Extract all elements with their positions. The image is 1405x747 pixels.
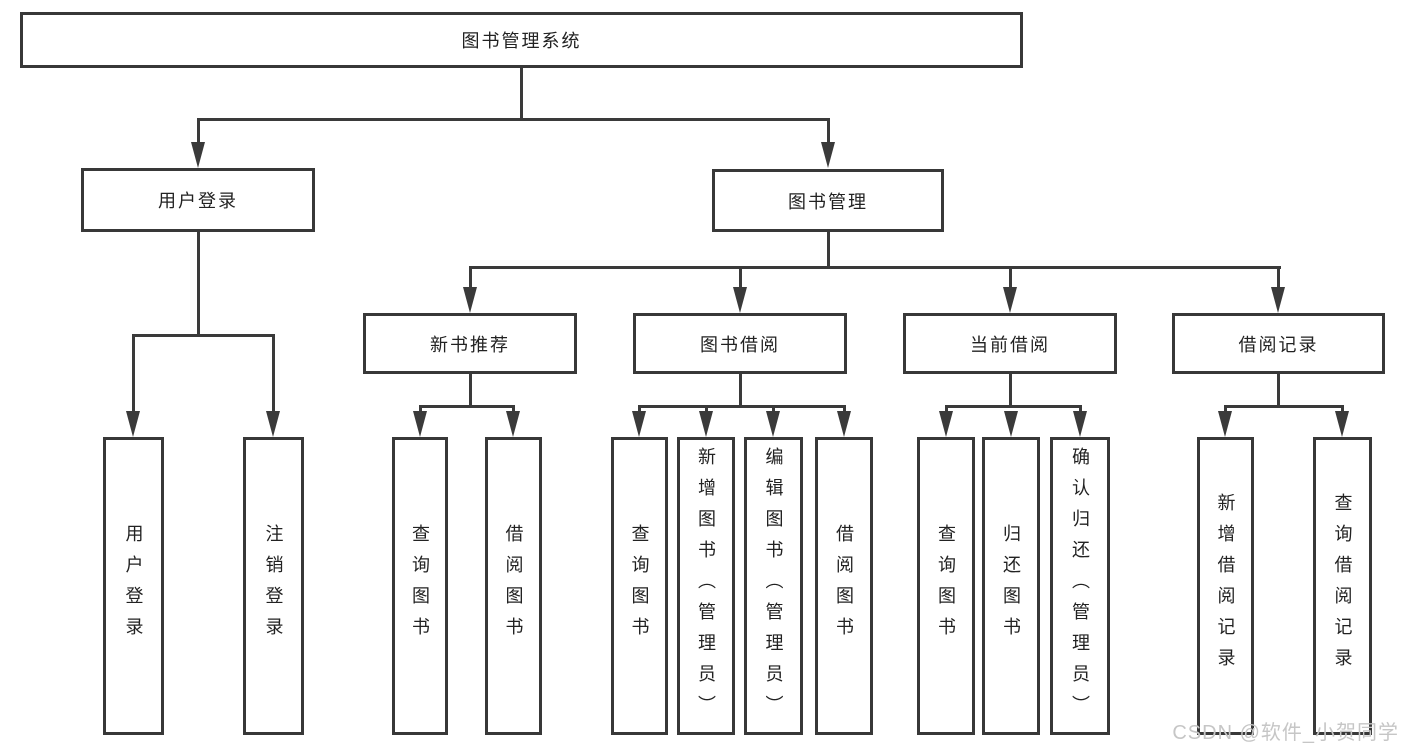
leaf-add-borrow-record: 新增借阅记录 [1197, 437, 1254, 735]
connector-line [197, 118, 200, 148]
connector-arrowhead [699, 411, 713, 437]
leaf-borrow-book: 借阅图书 [815, 437, 873, 735]
connector-arrowhead [632, 411, 646, 437]
leaf-label: 借阅图书 [834, 524, 854, 648]
connector-line [419, 405, 422, 415]
connector-arrowhead [939, 411, 953, 437]
connector-arrowhead [191, 142, 205, 168]
leaf-query-book-newbook: 查询图书 [392, 437, 448, 735]
connector-line [1009, 374, 1012, 408]
connector-line [827, 118, 830, 148]
connector-arrowhead [766, 411, 780, 437]
leaf-label: 查询借阅记录 [1332, 493, 1353, 679]
node-borrow-record: 借阅记录 [1172, 313, 1385, 374]
leaf-user-login: 用户登录 [103, 437, 164, 735]
leaf-edit-book-admin: 编辑图书（管理员） [744, 437, 803, 735]
leaf-label: 查询图书 [629, 524, 650, 648]
connector-line [512, 405, 515, 415]
connector-line [1224, 405, 1344, 408]
connector-line [132, 334, 135, 414]
leaf-label: 查询图书 [936, 524, 956, 648]
connector-line [520, 68, 523, 119]
leaf-borrow-book-newbook: 借阅图书 [485, 437, 542, 735]
node-user-login: 用户登录 [81, 168, 315, 232]
connector-arrowhead [821, 142, 835, 168]
connector-line [705, 405, 708, 415]
leaf-label: 借阅图书 [503, 524, 524, 648]
connector-line [132, 334, 275, 337]
connector-arrowhead [1335, 411, 1349, 437]
leaf-label: 新增借阅记录 [1215, 493, 1236, 679]
connector-arrowhead [126, 411, 140, 437]
node-current-borrow: 当前借阅 [903, 313, 1117, 374]
leaf-label: 查询图书 [410, 524, 430, 648]
connector-line [945, 405, 1082, 408]
node-new-book-recommend: 新书推荐 [363, 313, 577, 374]
connector-line [1277, 266, 1280, 290]
connector-line [419, 405, 515, 408]
leaf-label: 编辑图书（管理员） [763, 446, 784, 726]
leaf-logout-login: 注销登录 [243, 437, 304, 735]
connector-line [469, 266, 472, 290]
leaf-label: 新增图书（管理员） [696, 446, 716, 726]
connector-arrowhead [1073, 411, 1087, 437]
leaf-label: 用户登录 [123, 524, 144, 648]
leaf-query-borrow-record: 查询借阅记录 [1313, 437, 1372, 735]
leaf-label: 归还图书 [1001, 524, 1021, 648]
connector-arrowhead [413, 411, 427, 437]
connector-line [739, 374, 742, 408]
connector-line [638, 405, 641, 415]
connector-line [638, 405, 846, 408]
connector-arrowhead [506, 411, 520, 437]
connector-line [1341, 405, 1344, 415]
leaf-confirm-return-admin: 确认归还（管理员） [1050, 437, 1110, 735]
connector-arrowhead [1004, 411, 1018, 437]
connector-line [197, 232, 200, 335]
connector-arrowhead [837, 411, 851, 437]
leaf-query-book-borrow: 查询图书 [611, 437, 668, 735]
connector-line [1224, 405, 1227, 415]
connector-line [1079, 405, 1082, 415]
connector-line [469, 266, 1281, 269]
csdn-watermark: CSDN @软件_小贺同学 [1172, 722, 1399, 744]
node-book-borrow: 图书借阅 [633, 313, 847, 374]
connector-line [1009, 266, 1012, 290]
connector-line [739, 266, 742, 290]
connector-line [945, 405, 948, 415]
connector-line [772, 405, 775, 415]
node-book-management: 图书管理 [712, 169, 944, 232]
connector-line [1277, 374, 1280, 408]
connector-line [469, 374, 472, 408]
connector-line [843, 405, 846, 415]
connector-arrowhead [733, 287, 747, 313]
connector-arrowhead [463, 287, 477, 313]
connector-arrowhead [266, 411, 280, 437]
connector-line [197, 118, 830, 121]
leaf-label: 注销登录 [263, 524, 284, 648]
node-root: 图书管理系统 [20, 12, 1023, 68]
leaf-query-book-current: 查询图书 [917, 437, 975, 735]
connector-arrowhead [1218, 411, 1232, 437]
connector-arrowhead [1003, 287, 1017, 313]
leaf-return-book: 归还图书 [982, 437, 1040, 735]
leaf-label: 确认归还（管理员） [1070, 446, 1090, 726]
connector-line [827, 232, 830, 268]
connector-line [272, 334, 275, 414]
connector-arrowhead [1271, 287, 1285, 313]
leaf-add-book-admin: 新增图书（管理员） [677, 437, 735, 735]
